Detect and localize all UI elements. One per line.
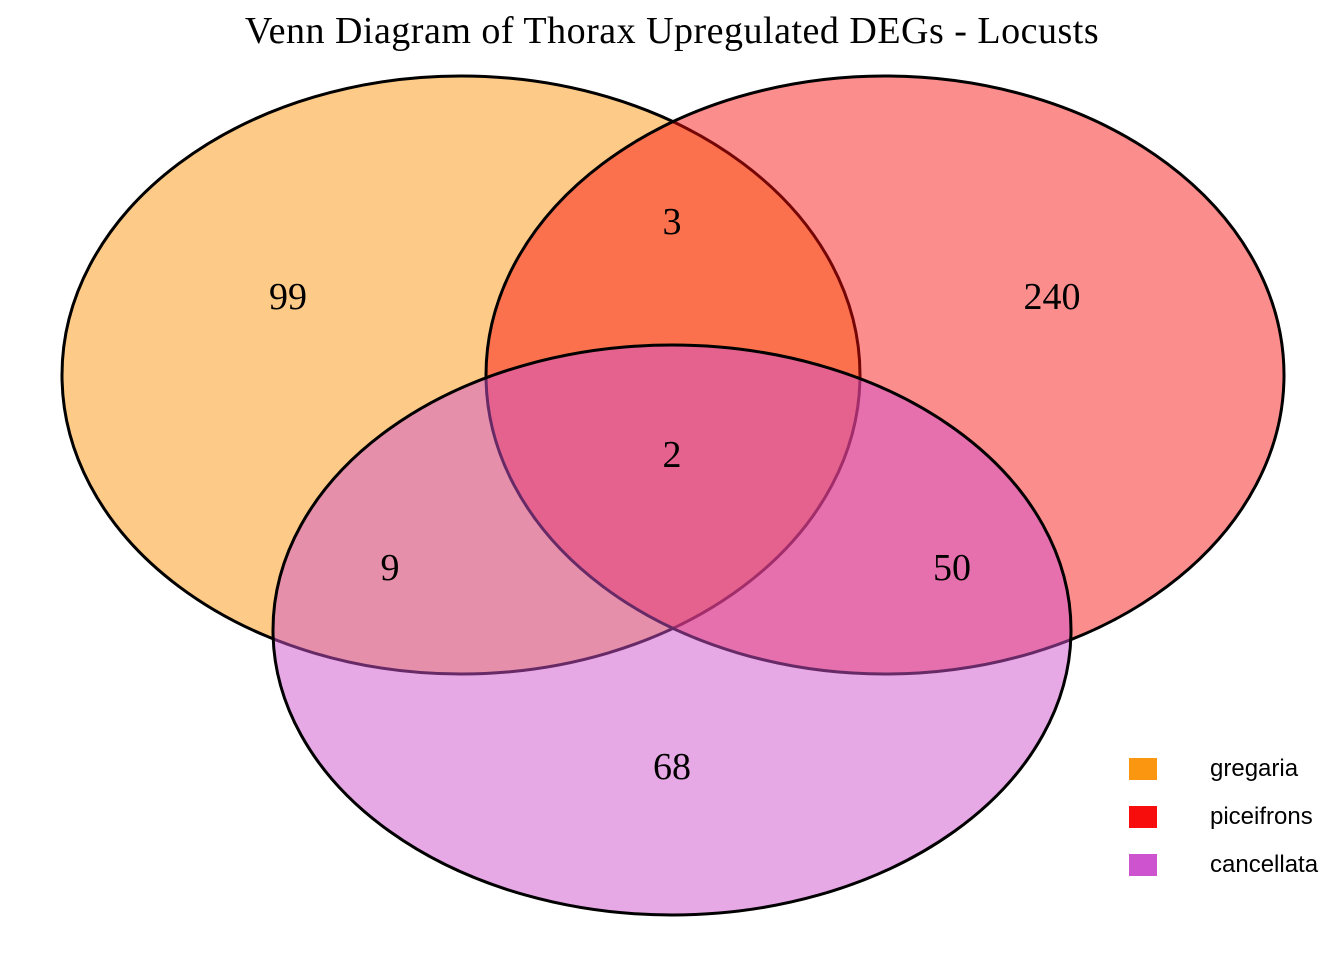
legend-label-gregaria: gregaria — [1210, 755, 1299, 782]
legend-label-piceifrons: piceifrons — [1210, 803, 1313, 830]
piceifrons-color-swatch — [1129, 806, 1157, 828]
legend-item-piceifrons: piceifrons — [1129, 803, 1318, 830]
region-count-gregaria-cancellata: 9 — [380, 547, 400, 589]
legend-item-gregaria: gregaria — [1129, 755, 1318, 782]
region-count-gregaria-only: 99 — [269, 276, 307, 318]
region-count-all-three: 2 — [662, 434, 682, 476]
legend-swatch-piceifrons — [1129, 806, 1157, 828]
region-count-piceifrons-only: 240 — [1023, 276, 1081, 318]
legend-item-cancellata: cancellata — [1129, 851, 1319, 878]
region-count-cancellata-only: 68 — [653, 746, 691, 788]
legend-swatch-gregaria — [1129, 758, 1157, 780]
region-count-piceifrons-cancellata: 50 — [933, 547, 971, 589]
cancellata-color-swatch — [1129, 854, 1157, 876]
chart-title: Venn Diagram of Thorax Upregulated DEGs … — [244, 10, 1100, 52]
gregaria-color-swatch — [1129, 758, 1157, 780]
region-count-gregaria-piceifrons: 3 — [662, 201, 682, 243]
legend-label-cancellata: cancellata — [1210, 851, 1319, 878]
legend: gregaria piceifrons cancellata — [1129, 755, 1319, 902]
legend-swatch-cancellata — [1129, 854, 1157, 876]
venn-ellipse-cancellata — [271, 343, 1073, 917]
